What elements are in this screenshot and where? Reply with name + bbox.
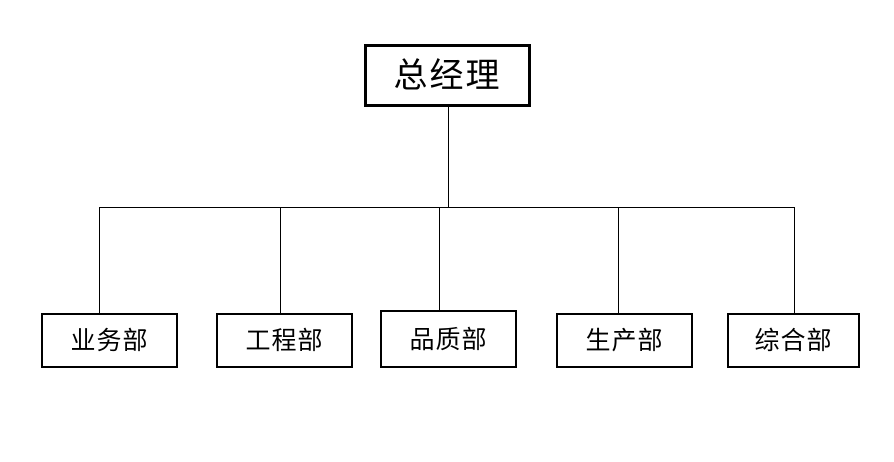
connector-horizontal-bus: [99, 207, 794, 208]
connector-drop-1: [99, 207, 100, 313]
org-node-department-5[interactable]: 综合部: [727, 313, 860, 368]
org-node-department-4[interactable]: 生产部: [556, 313, 693, 368]
org-node-department-3[interactable]: 品质部: [380, 310, 517, 368]
org-node-department-5-label: 综合部: [754, 326, 833, 355]
org-node-department-2-label: 工程部: [245, 326, 324, 355]
connector-drop-5: [794, 207, 795, 313]
connector-drop-3: [439, 207, 440, 310]
org-node-department-1-label: 业务部: [70, 326, 149, 355]
org-node-department-4-label: 生产部: [585, 326, 664, 355]
org-node-root-label: 总经理: [393, 55, 502, 96]
connector-drop-4: [618, 207, 619, 313]
org-node-department-2[interactable]: 工程部: [216, 313, 353, 368]
org-node-department-3-label: 品质部: [409, 324, 488, 354]
connector-root-trunk: [448, 107, 449, 207]
org-node-root[interactable]: 总经理: [364, 44, 531, 107]
connector-drop-2: [280, 207, 281, 313]
org-node-department-1[interactable]: 业务部: [41, 313, 178, 368]
